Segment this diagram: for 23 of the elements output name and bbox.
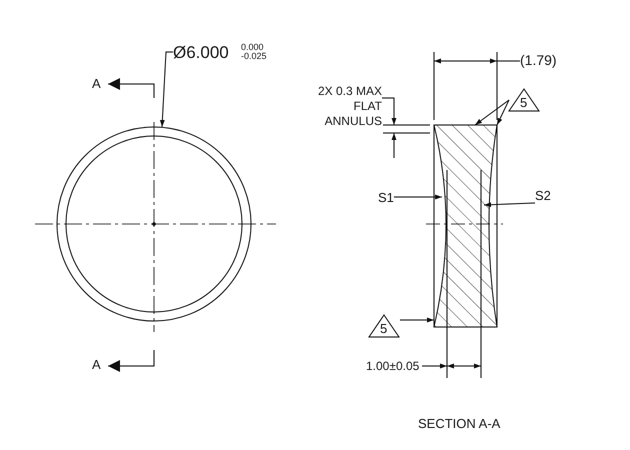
- section-label: A: [92, 358, 101, 372]
- dimension-text: 1.00±0.05: [366, 359, 420, 373]
- dimension-note: 2X 0.3 MAX FLAT ANNULUS: [316, 84, 382, 129]
- caption: SECTION A-A: [418, 417, 500, 431]
- surface-label: S2: [535, 188, 551, 203]
- section-label: A: [92, 77, 101, 91]
- leader-line: [393, 194, 442, 200]
- callout-triangle: [508, 88, 540, 112]
- dimension-text: Ø6.000: [173, 44, 229, 62]
- callout-triangle: [368, 314, 400, 338]
- leader-line: [496, 100, 510, 126]
- callout-number: 5: [520, 96, 528, 110]
- lens-cross-section: [434, 124, 498, 328]
- leader-line: [160, 52, 174, 128]
- leader-line: [400, 318, 434, 322]
- dimension-text: (1.79): [520, 53, 557, 67]
- callout-number: 5: [380, 322, 388, 336]
- tolerance-text: -0.025: [241, 52, 267, 61]
- leader-line: [474, 100, 510, 126]
- tolerance-text: 0.000: [241, 43, 264, 52]
- lens-outer-circle: [56, 126, 252, 322]
- leader-line: [484, 202, 536, 208]
- surface-label: S1: [378, 190, 394, 205]
